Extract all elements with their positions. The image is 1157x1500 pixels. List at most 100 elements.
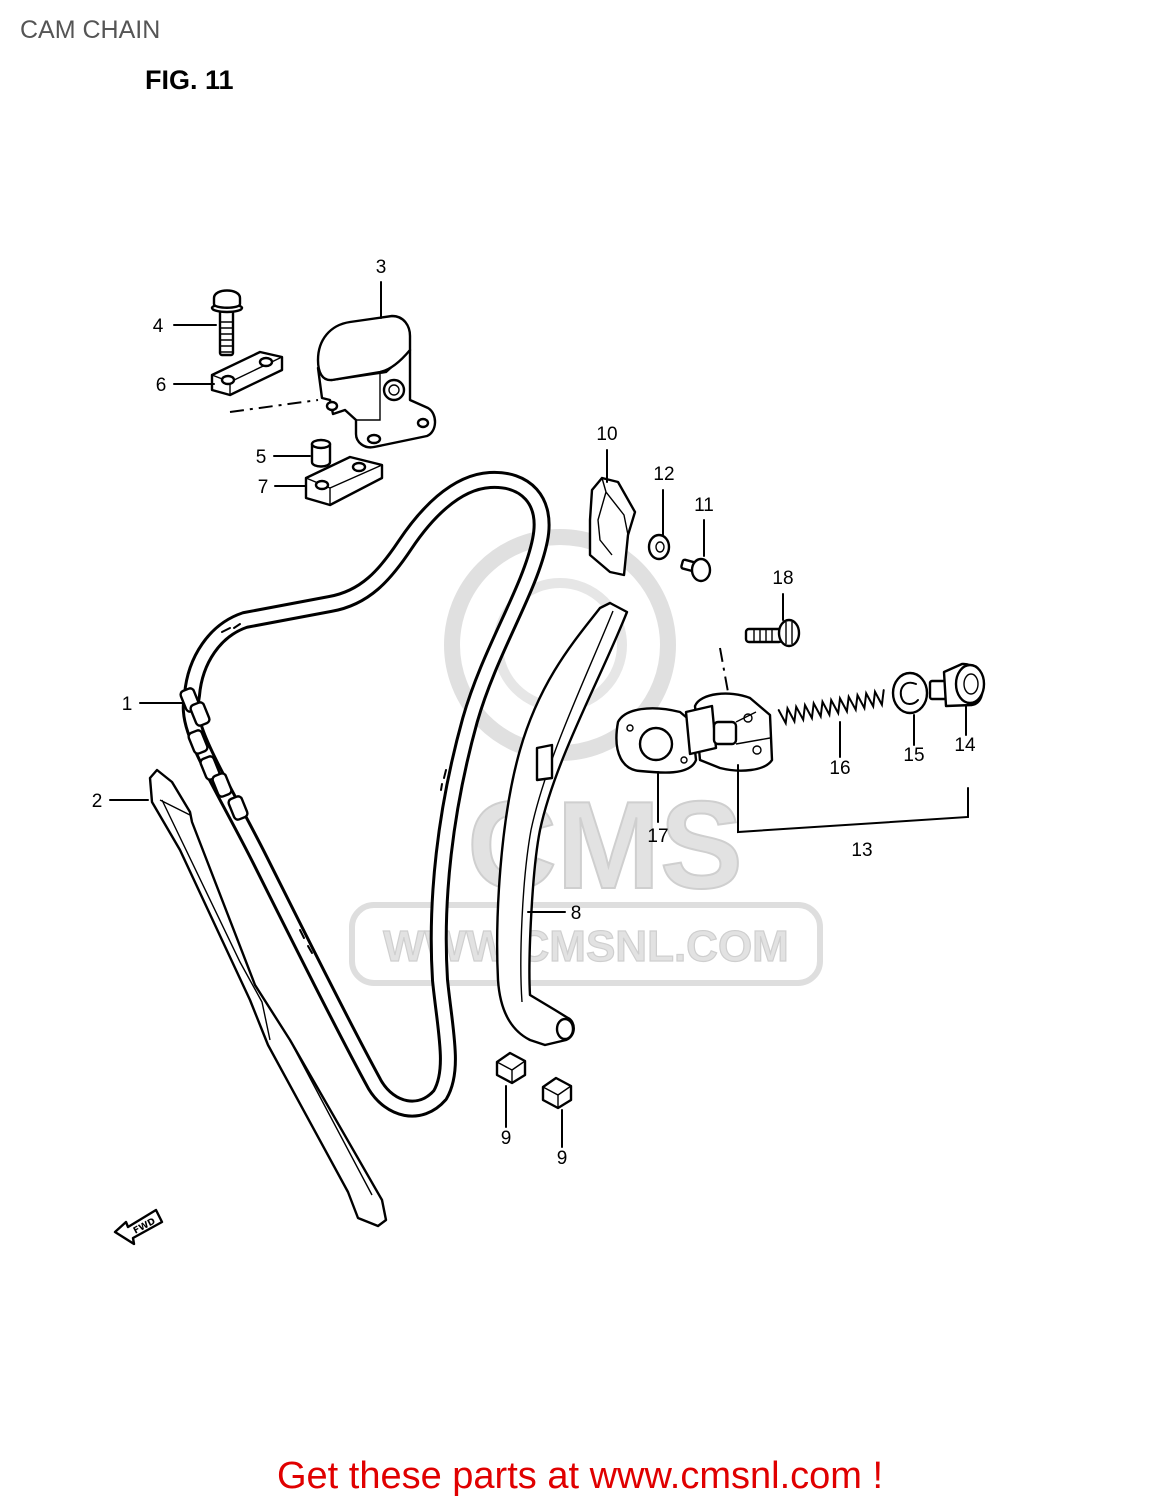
part-10-bracket <box>588 476 637 577</box>
part-15-washer <box>891 671 929 715</box>
assembly-line-plate-to-holder <box>229 399 319 413</box>
part-4-bolt <box>210 289 244 357</box>
washer-15-clip <box>899 681 919 705</box>
chain-break-top <box>221 623 241 633</box>
callout-16: 16 <box>829 758 850 779</box>
callout-3: 3 <box>376 257 387 278</box>
tensioner-plunger-housing <box>684 704 718 756</box>
part-16-spring <box>777 688 885 727</box>
callout-11: 11 <box>694 495 714 516</box>
bracket-10-body <box>588 476 637 577</box>
watermark-url: WWW.CMSNL.COM <box>383 922 789 971</box>
chain-link <box>211 772 233 798</box>
callout-14: 14 <box>954 735 976 756</box>
part-6-plate <box>210 350 284 397</box>
bolt-18-thread <box>753 629 773 642</box>
callout-6: 6 <box>156 375 167 396</box>
footer-promo: Get these parts at www.cmsnl.com ! <box>277 1455 883 1497</box>
watermark: CMS WWW.CMSNL.COM <box>349 529 823 986</box>
part-3-tensioner-holder <box>316 314 437 449</box>
part-8-chain-guide <box>496 601 629 1047</box>
callout-18: 18 <box>772 568 793 589</box>
part-2-chain-guide <box>148 768 388 1228</box>
cam-chain-inner <box>184 473 548 1115</box>
damper-9a-body <box>495 1051 527 1085</box>
chain-break-left <box>299 929 313 954</box>
chain-link <box>227 795 249 821</box>
chain-link <box>189 701 211 727</box>
cap-14-face <box>954 663 986 705</box>
holder-hole <box>416 417 430 429</box>
pin-5-top <box>310 438 332 450</box>
tensioner-hole <box>752 745 762 755</box>
washer-12-outer <box>647 533 671 561</box>
part-17-gasket <box>615 707 698 774</box>
damper-9a-edge <box>496 1060 526 1083</box>
washer-12-inner <box>655 541 665 553</box>
callout-5: 5 <box>256 447 267 468</box>
chain-link <box>187 729 209 755</box>
part-12-washer <box>647 533 671 561</box>
callout-9b: 9 <box>557 1148 568 1169</box>
part-11-bolt <box>680 557 712 583</box>
gasket-17-hole <box>638 726 674 762</box>
bolt-18-head <box>777 618 801 648</box>
forward-direction-marker: FWD <box>113 1208 164 1246</box>
bolt-18-knurl <box>785 622 793 644</box>
holder-edge <box>356 372 381 421</box>
bracket-13 <box>737 764 969 834</box>
callout-15: 15 <box>903 745 924 766</box>
callout-13: 13 <box>851 840 872 861</box>
gasket-17-bolt-hole <box>680 756 688 764</box>
bolt-11-head <box>690 557 712 583</box>
chain-guide-right-tab <box>535 743 554 782</box>
part-7-plate <box>304 455 384 507</box>
cap-14-center <box>963 673 979 695</box>
callout-1: 1 <box>122 694 133 715</box>
callouts: 1 2 3 4 6 5 7 10 12 11 18 16 15 14 13 17… <box>92 257 976 1169</box>
callout-8: 8 <box>571 903 582 924</box>
holder-bore-inner <box>388 384 400 396</box>
tensioner-edge <box>735 711 771 745</box>
part-1-cam-chain <box>179 470 551 1118</box>
plate-7-edge <box>305 464 383 505</box>
bolt-4-head <box>212 289 242 309</box>
part-18-bolt <box>744 618 801 648</box>
callout-9a: 9 <box>501 1128 512 1149</box>
callout-4: 4 <box>153 316 164 337</box>
plate-7-hole <box>351 461 367 473</box>
part-9-damper-b <box>541 1076 573 1110</box>
bolt-4-thread <box>220 321 233 353</box>
washer-15-outer <box>891 671 929 715</box>
part-14-cap <box>928 662 986 708</box>
callout-7: 7 <box>258 477 269 498</box>
assembly-line-bolt-to-tensioner <box>719 647 729 693</box>
part-9-damper-a <box>495 1051 527 1085</box>
callout-10: 10 <box>596 424 617 445</box>
leader-lines <box>109 281 969 1148</box>
damper-9b-body <box>541 1076 573 1110</box>
bracket-10-edge <box>597 477 629 556</box>
damper-9b-edge <box>542 1085 572 1108</box>
figure-number: FIG. 11 <box>145 65 234 95</box>
plate-7-hole <box>314 479 330 491</box>
chain-guide-right-pin <box>555 1017 575 1041</box>
holder-bore <box>382 378 406 402</box>
bolt-18-shank <box>744 627 784 644</box>
holder-body <box>316 348 437 449</box>
page-title: CAM CHAIN <box>20 16 160 44</box>
callout-17: 17 <box>647 826 668 847</box>
watermark-url-frame <box>349 902 823 986</box>
callout-2: 2 <box>92 791 103 812</box>
plate-6-hole <box>258 356 274 368</box>
chain-guide-right-inner <box>520 610 614 1003</box>
callout-12: 12 <box>653 464 674 485</box>
holder-hole <box>325 400 339 412</box>
holder-hole <box>366 433 382 445</box>
plate-6-hole <box>220 374 236 386</box>
gasket-17-bolt-hole <box>626 724 634 732</box>
holder-top <box>316 314 412 382</box>
chain-guide-left-edge <box>159 799 373 1196</box>
chain-break-right <box>440 769 447 791</box>
